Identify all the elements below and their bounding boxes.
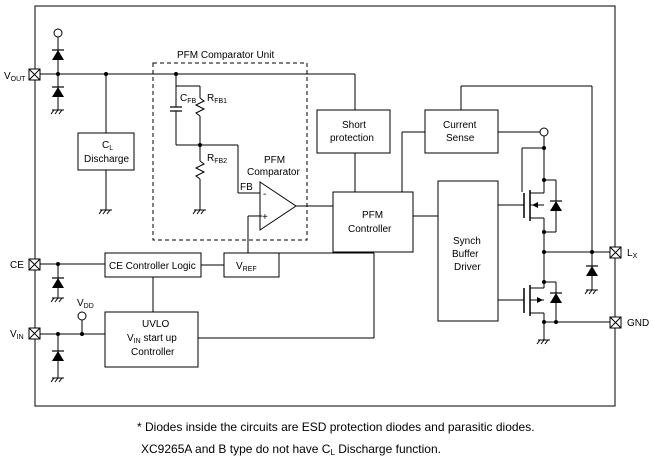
rfb2-label: RFB2	[207, 153, 227, 165]
fb-label: FB	[240, 182, 253, 193]
svg-text:PFM: PFM	[362, 210, 383, 221]
pin-label-vout: V	[4, 71, 11, 82]
pin-lx: LX	[609, 246, 638, 260]
pin-ce: CE	[10, 258, 41, 271]
pfm-controller-block	[332, 191, 414, 253]
svg-text:Sense: Sense	[446, 133, 475, 144]
pin-gnd: GND	[609, 316, 649, 329]
pin-label-lx: L	[627, 248, 633, 259]
vout-esd-diodes	[50, 28, 65, 115]
rfb1-label: RFB1	[207, 93, 227, 105]
short-protection-block	[316, 109, 391, 154]
pin-vin: VIN	[10, 327, 41, 341]
ce-esd-diode	[50, 264, 65, 303]
pin-label-vin: V	[10, 329, 17, 340]
pin-label-ce: CE	[10, 260, 24, 271]
svg-text:VOUT: VOUT	[4, 71, 26, 83]
lx-esd-diode	[584, 252, 599, 295]
pfm-comparator-unit	[152, 62, 308, 241]
svg-text:Controller: Controller	[348, 224, 392, 235]
svg-text:VIN start up: VIN start up	[127, 333, 177, 345]
svg-text:protection: protection	[330, 133, 374, 144]
current-sense-block	[424, 109, 499, 154]
vin-esd-diode	[50, 334, 65, 383]
footnote-line-1: * Diodes inside the circuits are ESD pro…	[137, 420, 535, 434]
svg-text:+: +	[262, 212, 268, 223]
high-side-pmos	[523, 178, 563, 234]
chip-outline	[34, 5, 616, 407]
svg-text:Synch: Synch	[453, 236, 481, 247]
synch-buffer-driver-block	[437, 180, 499, 322]
svg-text:Buffer: Buffer	[452, 249, 479, 260]
vref-block	[223, 252, 280, 278]
svg-text:Discharge: Discharge	[84, 154, 129, 165]
pfm-unit-title: PFM Comparator Unit	[177, 50, 274, 61]
svg-text:Comparator: Comparator	[247, 167, 300, 178]
svg-text:CL: CL	[102, 140, 113, 152]
uvlo-block	[104, 311, 199, 368]
svg-text:LX: LX	[627, 248, 638, 260]
cfb-label: CFB	[180, 93, 197, 105]
vdd-node: VDD	[77, 298, 94, 334]
svg-text:CE Controller Logic: CE Controller Logic	[109, 261, 196, 272]
svg-text:PFM: PFM	[264, 155, 285, 166]
svg-text:VIN: VIN	[10, 329, 24, 341]
pfm-comparator	[259, 181, 297, 231]
svg-text:VDD: VDD	[77, 298, 94, 310]
pin-label-gnd: GND	[627, 318, 649, 329]
svg-text:UVLO: UVLO	[142, 319, 169, 330]
svg-text:-: -	[263, 189, 266, 200]
svg-text:VREF: VREF	[236, 261, 257, 273]
svg-text:Short: Short	[342, 120, 366, 131]
svg-text:Driver: Driver	[454, 262, 481, 273]
footnote-line-2: XC9265A and B type do not have CL Discha…	[141, 442, 441, 457]
svg-text:Current: Current	[443, 120, 477, 131]
low-side-nmos	[523, 280, 563, 345]
cl-discharge-block	[77, 132, 135, 171]
svg-text:Controller: Controller	[131, 347, 175, 358]
